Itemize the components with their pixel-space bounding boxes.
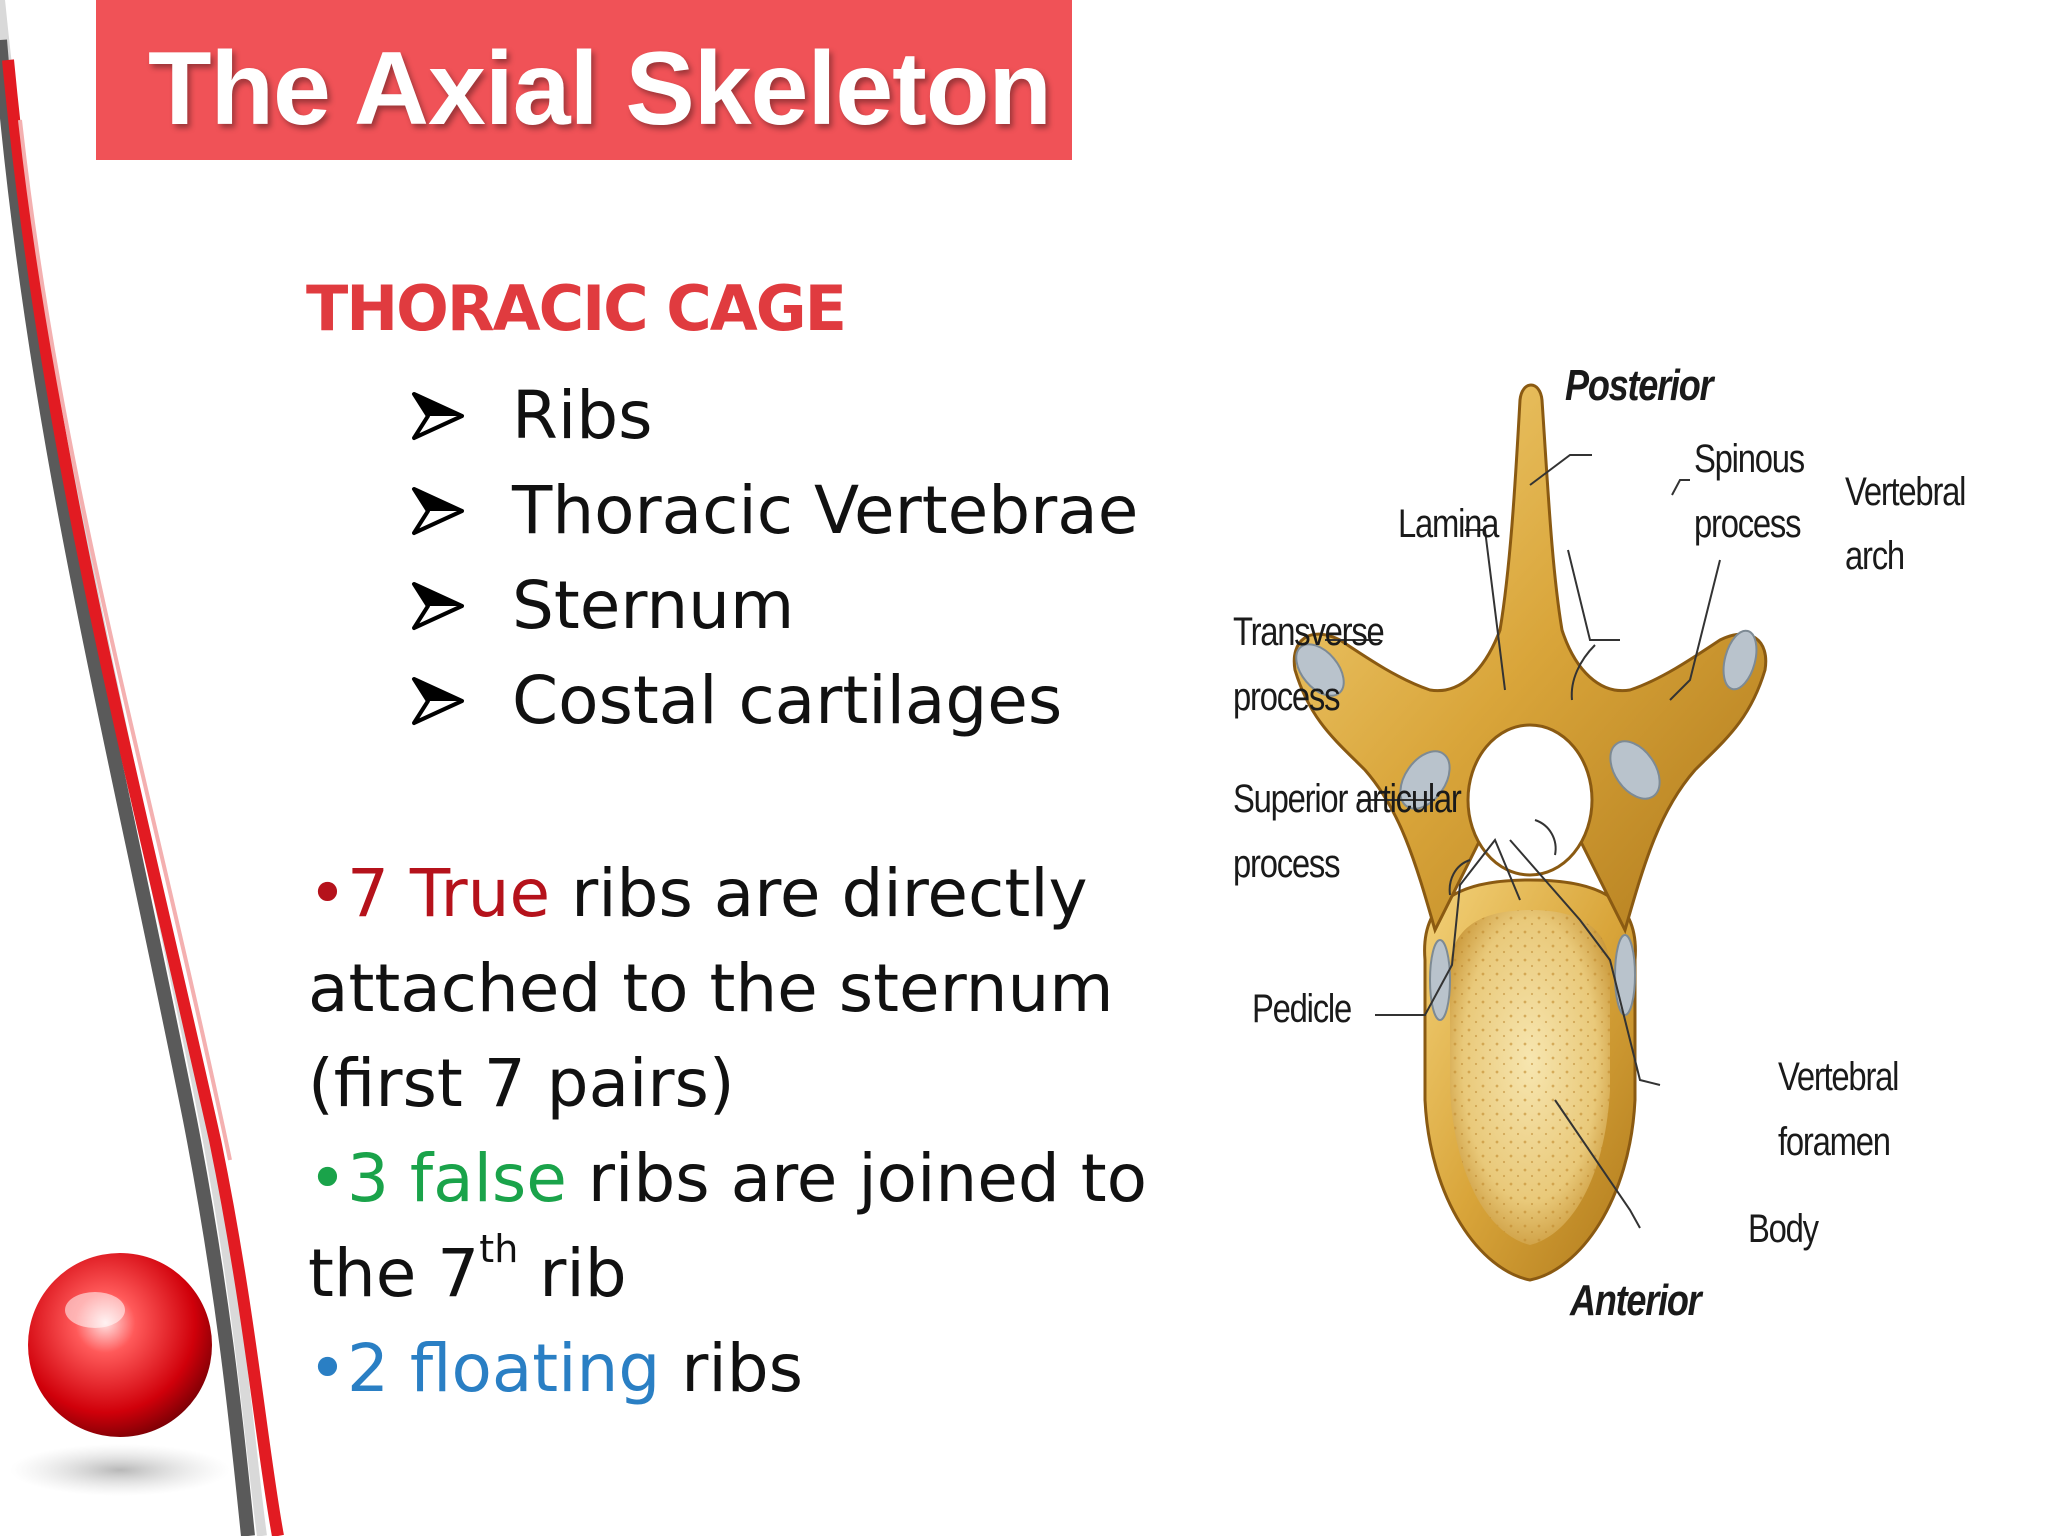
label-anterior: Anterior: [1570, 1276, 1702, 1325]
vertebra-illustration: [1292, 383, 1768, 1282]
true-ribs-text: ribs are directly: [550, 855, 1088, 932]
bullet-dot-icon: •: [308, 1330, 347, 1407]
arrow-bullet-icon: [412, 581, 464, 630]
decorative-swoosh: [0, 0, 284, 1536]
list-item: Costal cartilages: [410, 653, 1138, 748]
arrow-bullet-icon: [412, 391, 464, 440]
label-pedicle: Pedicle: [1252, 987, 1352, 1031]
list-item: Ribs: [410, 368, 1138, 463]
section-heading: THORACIC CAGE: [306, 272, 847, 345]
fact-true-ribs-line2: attached to the sternum: [308, 950, 1114, 1027]
label-transverse-2: process: [1233, 675, 1340, 719]
false-ribs-line2-pre: the 7: [308, 1235, 480, 1312]
fact-true-ribs-line3: (first 7 pairs): [308, 1045, 735, 1122]
false-ribs-line2-sup: th: [479, 1226, 519, 1271]
fact-true-ribs: •7 True ribs are directly: [308, 846, 1168, 941]
slide-title: The Axial Skeleton: [148, 31, 1052, 147]
label-transverse-1: Transverse: [1233, 610, 1385, 654]
label-body: Body: [1748, 1207, 1819, 1251]
arrow-bullet-icon: [412, 676, 464, 725]
label-vertebral-foramen-2: foramen: [1778, 1120, 1891, 1164]
floating-ribs-highlight: 2 floating: [346, 1330, 661, 1407]
label-posterior: Posterior: [1565, 361, 1714, 410]
list-item-label: Thoracic Vertebrae: [512, 472, 1139, 549]
floating-ribs-text: ribs: [660, 1330, 803, 1407]
rib-facts: •7 True ribs are directly attached to th…: [308, 846, 1168, 1416]
bullet-dot-icon: •: [308, 855, 347, 932]
label-vertebral-foramen-1: Vertebral: [1778, 1055, 1899, 1099]
fact-false-ribs-line2: the 7th rib: [308, 1226, 1168, 1321]
fact-false-ribs: •3 false ribs are joined to: [308, 1131, 1168, 1226]
label-lamina: Lamina: [1398, 502, 1499, 546]
arrow-bullet-icon: [412, 486, 464, 535]
label-spinous-1: Spinous: [1694, 437, 1805, 481]
list-item-label: Sternum: [512, 567, 795, 644]
label-spinous-2: process: [1694, 502, 1801, 546]
thoracic-cage-list: Ribs Thoracic Vertebrae Sternum Costal c…: [410, 368, 1138, 748]
fact-floating-ribs: •2 floating ribs: [308, 1321, 1168, 1416]
label-superior-articular-2: process: [1233, 842, 1340, 886]
false-ribs-text: ribs are joined to: [566, 1140, 1147, 1217]
bullet-dot-icon: •: [308, 1140, 347, 1217]
list-item-label: Ribs: [512, 377, 653, 454]
label-vertebral-arch-1: Vertebral: [1845, 470, 1966, 514]
list-item-label: Costal cartilages: [512, 662, 1063, 739]
title-bar: The Axial Skeleton: [96, 0, 1072, 160]
label-superior-articular-1: Superior articular: [1233, 777, 1462, 821]
false-ribs-highlight: 3 false: [346, 1140, 567, 1217]
red-sphere-icon: [28, 1253, 212, 1437]
thoracic-vertebra-diagram: Posterior Spinous process Vertebral arch…: [1200, 340, 1990, 1350]
list-item: Sternum: [410, 558, 1138, 653]
true-ribs-highlight: 7 True: [346, 855, 551, 932]
label-vertebral-arch-2: arch: [1845, 534, 1905, 578]
false-ribs-line2-post: rib: [518, 1235, 627, 1312]
list-item: Thoracic Vertebrae: [410, 463, 1138, 558]
